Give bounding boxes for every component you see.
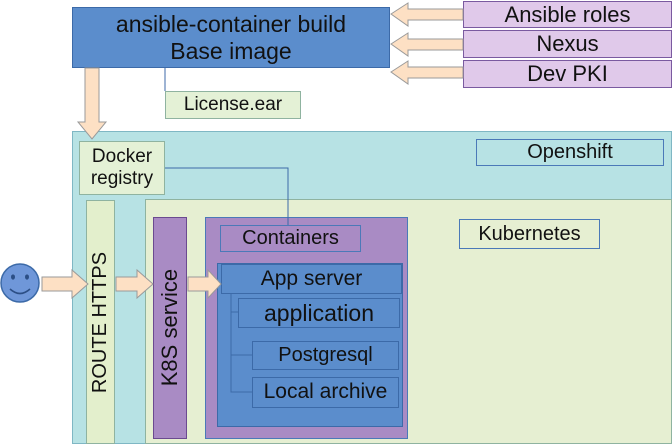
route-https-bar: ROUTE HTTPS <box>86 200 115 444</box>
postgresql-box: Postgresql <box>252 341 399 370</box>
build-title-line1: ansible-container build <box>115 10 347 37</box>
registry-line1: Docker <box>91 146 153 168</box>
input-label: Dev PKI <box>527 61 608 87</box>
license-label: License.ear <box>183 94 283 116</box>
registry-line2: registry <box>90 168 154 189</box>
input-label: Ansible roles <box>504 1 631 27</box>
application-label: application <box>264 299 374 326</box>
kubernetes-label-text: Kubernetes <box>478 222 581 245</box>
input-dev-pki: Dev PKI <box>463 60 672 88</box>
containers-label-box: Containers <box>220 225 361 252</box>
app-server-box: App server <box>221 264 402 294</box>
application-box: application <box>238 298 400 328</box>
build-title-line2: Base image <box>170 38 292 64</box>
app-server-label: App server <box>260 266 363 290</box>
input-ansible-roles: Ansible roles <box>463 1 672 28</box>
local-archive-box: Local archive <box>252 377 399 408</box>
smiley-user-icon <box>0 263 40 303</box>
containers-label: Containers <box>242 227 339 249</box>
input-label: Nexus <box>536 31 599 57</box>
local-archive-label: Local archive <box>263 380 388 404</box>
postgresql-label: Postgresql <box>278 344 373 366</box>
license-box: License.ear <box>165 91 301 119</box>
docker-registry-box: Docker registry <box>79 141 165 195</box>
k8s-service-label: K8S service <box>157 269 183 387</box>
route-https-label: ROUTE HTTPS <box>89 251 111 393</box>
arrow-build-to-registry <box>76 67 108 140</box>
openshift-label-text: Openshift <box>527 141 613 163</box>
arrow-ansible-roles <box>390 2 464 27</box>
arrow-nexus <box>390 32 464 57</box>
arrow-dev-pki <box>390 60 464 85</box>
build-box: ansible-container build Base image <box>72 7 390 68</box>
openshift-label: Openshift <box>476 139 664 166</box>
k8s-service-bar: K8S service <box>153 217 187 439</box>
input-nexus: Nexus <box>463 30 672 58</box>
kubernetes-label: Kubernetes <box>459 219 600 249</box>
